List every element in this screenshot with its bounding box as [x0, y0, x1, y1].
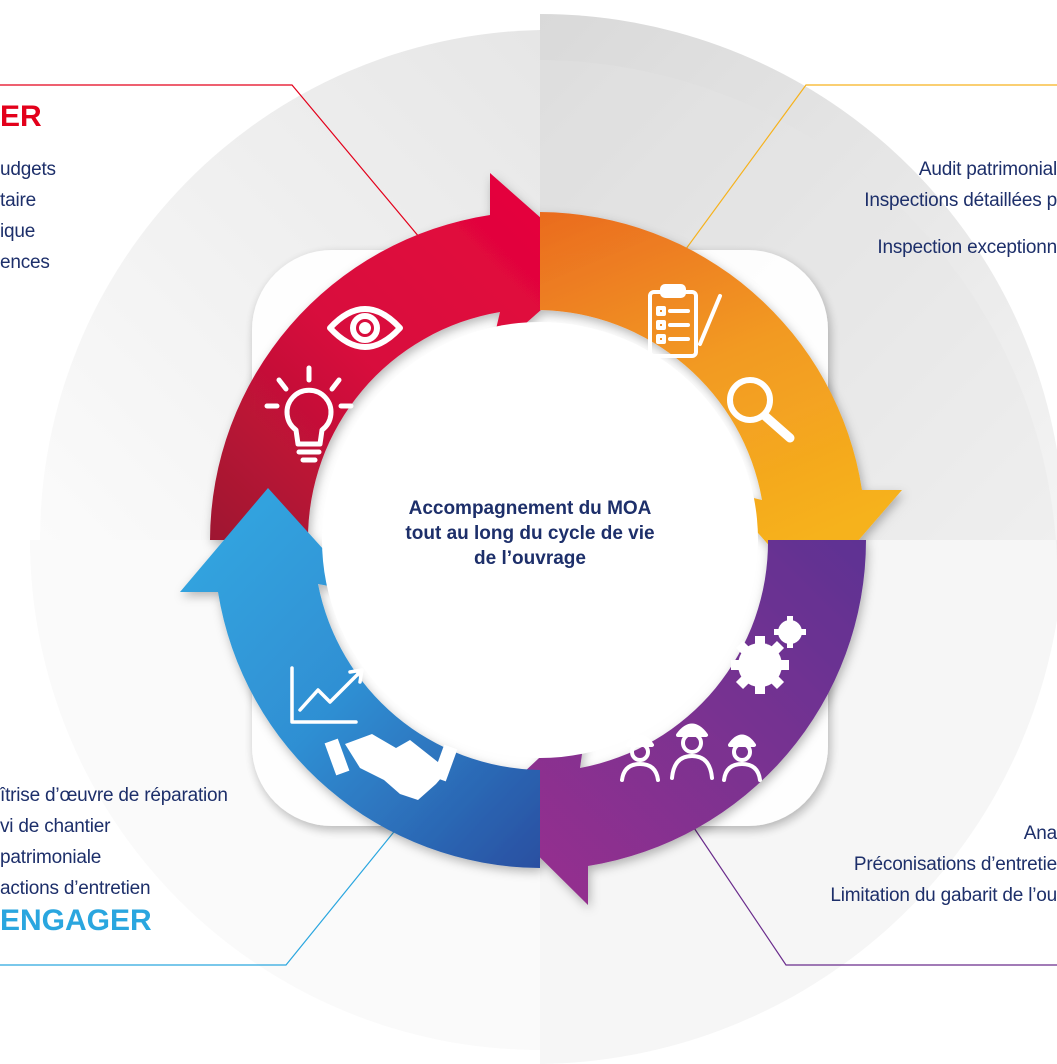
- bottom-left-line-2: vi de chantier: [0, 816, 111, 837]
- bottom-left-line-1: îtrise d’œuvre de réparation: [0, 785, 228, 806]
- top-left-line-4: ences: [0, 252, 50, 273]
- cycle-ring: [180, 173, 902, 905]
- red-arrow: [210, 173, 593, 540]
- top-right-line-3: Inspection exceptionn: [877, 237, 1057, 258]
- blue-arrow: [180, 488, 540, 868]
- center-caption: Accompagnement du MOA tout au long du cy…: [380, 496, 680, 571]
- center-line-2: tout au long du cycle de vie: [405, 523, 655, 544]
- orange-connector: [671, 84, 1057, 269]
- top-left-line-1: udgets: [0, 159, 56, 180]
- growth-chart-icon: [290, 666, 364, 724]
- inner-circle: [322, 322, 758, 758]
- orange-arrow: [540, 212, 902, 594]
- top-left-line-2: taire: [0, 190, 36, 211]
- eye-icon: [327, 306, 403, 350]
- center-line-1: Accompagnement du MOA: [408, 498, 652, 519]
- bottom-right-line-2: Préconisations d’entretie: [853, 854, 1057, 875]
- connector-lines: [0, 84, 1057, 966]
- bottom-left-title: ENGAGER: [0, 904, 152, 937]
- bottom-left-line-4: actions d’entretien: [0, 878, 151, 899]
- magnifier-icon: [727, 377, 795, 443]
- top-left-line-3: ique: [0, 221, 36, 242]
- lightbulb-icon: [264, 365, 354, 463]
- top-right-line-2: Inspections détaillées p: [864, 190, 1057, 211]
- purple-connector: [683, 812, 1057, 966]
- top-right-line-1: Audit patrimonial: [918, 159, 1057, 180]
- top-left-title: ER: [0, 100, 42, 133]
- center-line-3: de l’ouvrage: [474, 548, 586, 569]
- handshake-icon: [324, 734, 458, 800]
- bottom-left-line-3: patrimoniale: [0, 847, 102, 868]
- purple-arrow: [488, 540, 867, 905]
- bottom-right-line-3: Limitation du gabarit de l’ou: [830, 885, 1057, 906]
- clipboard-icon: [648, 284, 722, 358]
- bottom-right-line-1: Ana: [1023, 823, 1057, 844]
- gears-icon: [731, 616, 806, 694]
- blue-connector: [0, 811, 411, 966]
- workers-icon: [620, 723, 762, 782]
- red-connector: [0, 84, 441, 263]
